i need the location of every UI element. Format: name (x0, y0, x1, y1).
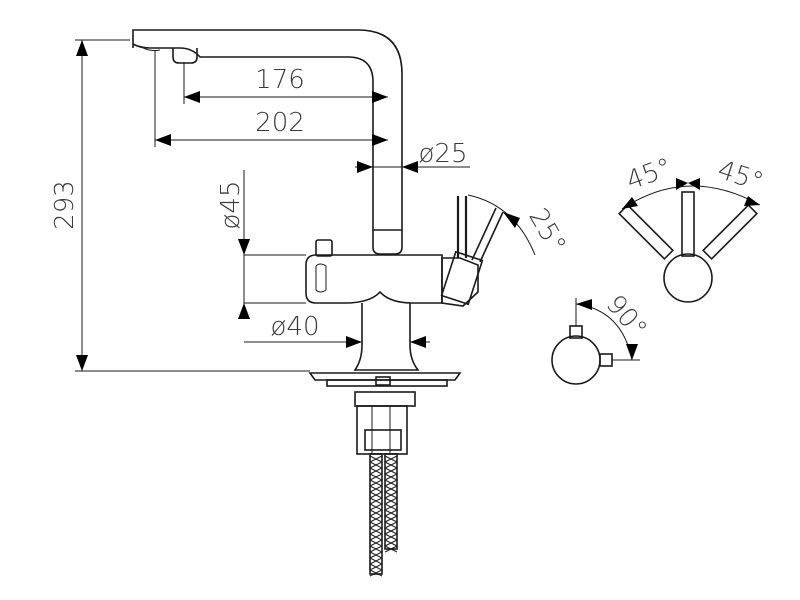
lever-angle-detail (617, 178, 761, 303)
lever-housing (441, 257, 479, 307)
knob-angle-detail (551, 298, 640, 385)
label-lever-right: 45° (714, 155, 767, 198)
knob-side (599, 353, 613, 367)
label-lever-tilt: 25° (522, 204, 571, 259)
label-reach-176: 176 (255, 65, 305, 95)
lever-tilted-2 (479, 211, 504, 263)
faucet-body (305, 254, 443, 304)
label-body-diameter: ø45 (216, 181, 246, 230)
lever-arc (621, 185, 761, 210)
faucet-neck (353, 303, 420, 371)
hose-left (369, 453, 383, 577)
knob-body (551, 335, 601, 385)
left-knob-groove (315, 263, 327, 293)
spout (132, 29, 403, 231)
lever-right (701, 203, 759, 261)
dimension-lines (75, 39, 536, 372)
hose-right (384, 453, 398, 553)
label-lever-left: 45° (622, 153, 676, 197)
label-base-diameter: ø40 (271, 312, 320, 342)
stem-collar (372, 230, 403, 255)
spout-tip-curve (139, 45, 161, 51)
spout-nozzle (172, 48, 198, 64)
label-knob-rotation: 90° (600, 290, 653, 345)
label-stem-diameter: ø25 (419, 139, 468, 169)
faucet-side-view (132, 29, 504, 577)
base-plate (308, 372, 462, 381)
lever-tilted (471, 207, 497, 261)
mount-nut-bottom (364, 429, 402, 451)
label-reach-202: 202 (255, 108, 305, 138)
label-height-293: 293 (50, 180, 80, 230)
lever-housing-cap (440, 250, 484, 306)
base-washer (326, 379, 448, 387)
lever-center (681, 191, 695, 257)
base-connector (375, 376, 391, 386)
mount-nut-top (354, 391, 416, 407)
lever-hub (663, 253, 713, 303)
left-knob (315, 239, 333, 257)
lever-left (617, 203, 675, 261)
